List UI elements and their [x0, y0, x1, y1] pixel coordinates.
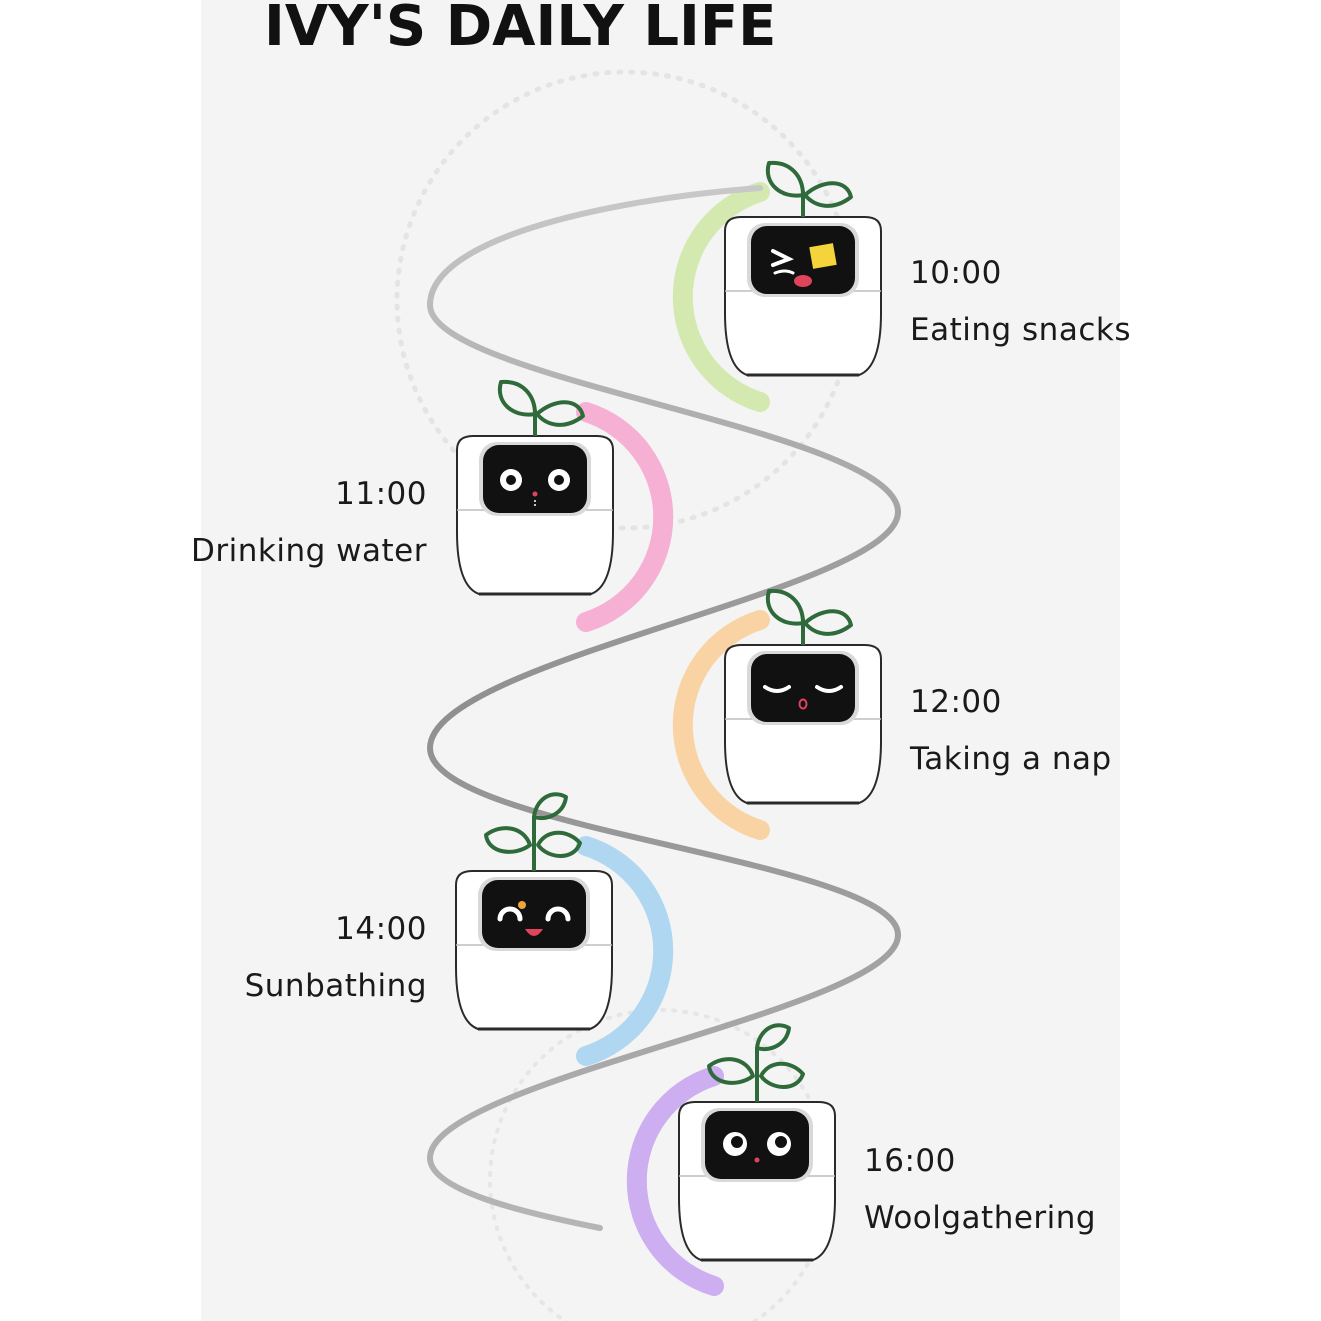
accent-arc-orange — [672, 610, 770, 840]
surprised-face-icon — [500, 469, 570, 506]
schedule-activity: Sunbathing — [244, 968, 427, 1004]
schedule-item-3: 12:00 Taking a nap — [910, 687, 1112, 775]
schedule-time: 11:00 — [335, 476, 427, 512]
daydream-face-icon — [723, 1132, 791, 1163]
schedule-item-4: 14:00 Sunbathing — [245, 914, 427, 1002]
accent-arc-green — [672, 182, 770, 412]
schedule-activity: Eating snacks — [910, 312, 1131, 348]
schedule-item-1: 10:00 Eating snacks — [910, 258, 1131, 346]
timeline-path — [426, 185, 902, 1231]
schedule-activity: Woolgathering — [864, 1200, 1097, 1236]
ivy-robot-2 — [455, 379, 615, 596]
schedule-time: 16:00 — [864, 1143, 956, 1179]
ivy-robot-3 — [723, 588, 883, 805]
ivy-robot-1 — [723, 160, 883, 377]
schedule-item-2: 11:00 Drinking water — [191, 479, 427, 567]
accent-arc-pink — [576, 402, 674, 632]
schedule-time: 12:00 — [910, 684, 1002, 720]
schedule-time: 14:00 — [335, 911, 427, 947]
ivy-robot-5 — [677, 1023, 837, 1262]
ivy-robot-4 — [454, 792, 614, 1031]
schedule-item-5: 16:00 Woolgathering — [864, 1146, 1096, 1234]
schedule-activity: Drinking water — [191, 533, 427, 569]
accent-arc-purple — [626, 1066, 724, 1296]
schedule-time: 10:00 — [910, 255, 1002, 291]
happy-face-icon — [497, 901, 571, 936]
page-title: IVY'S DAILY LIFE — [264, 0, 777, 59]
sleeping-face-icon — [763, 685, 843, 710]
wink-snack-face-icon — [771, 243, 837, 287]
accent-arc-blue — [576, 836, 674, 1066]
schedule-activity: Taking a nap — [910, 741, 1112, 777]
